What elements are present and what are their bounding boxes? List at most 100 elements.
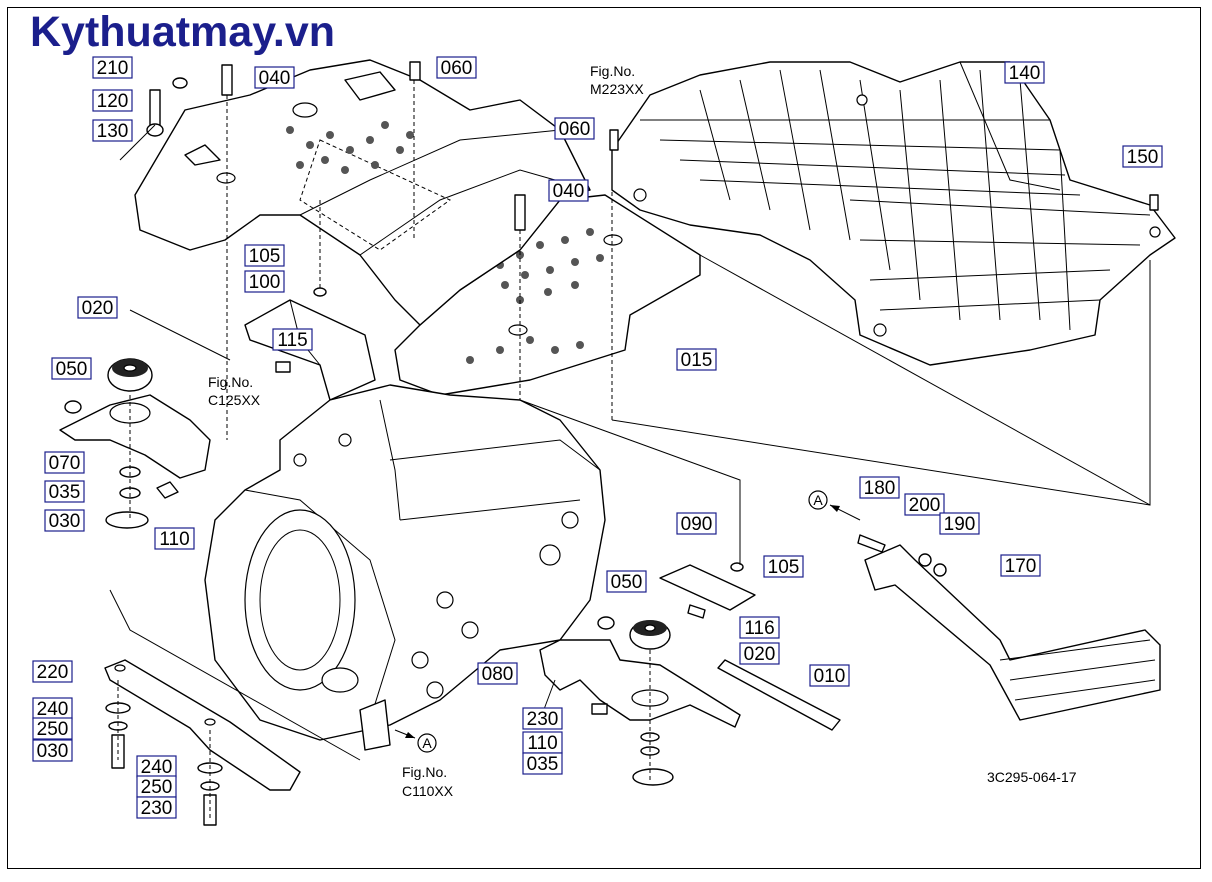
callout-020-right-box (739, 642, 780, 665)
fig-ref-m223-code: M223XX (590, 81, 644, 97)
part-callouts: 210 040 060 120 130 060 140 150 040 105 100 020 115 0… (32, 56, 1163, 819)
rubber-mount-020-right (629, 620, 671, 650)
callout-116: 116 (739, 616, 780, 639)
callout-190: 190 (939, 512, 980, 535)
callout-105-top-label: 105 (249, 246, 281, 267)
callout-150: 150 (1122, 145, 1163, 168)
leader-lines (109, 124, 1151, 761)
callout-020-left: 020 (77, 296, 118, 319)
callout-140-label: 140 (1009, 63, 1041, 84)
callout-180-label: 180 (864, 478, 896, 499)
floor-plate (394, 194, 701, 396)
callout-040-mid: 040 (548, 179, 589, 202)
callout-070-box (44, 451, 85, 474)
callout-105-top: 105 (244, 244, 285, 267)
callout-040-top: 040 (254, 66, 295, 89)
callout-250-left: 250 (32, 717, 73, 740)
callout-230-left-label: 230 (527, 709, 559, 730)
callout-050-left: 050 (51, 357, 92, 380)
callout-040-mid-label: 040 (553, 181, 585, 202)
bracket-080 (539, 639, 741, 728)
callout-090-box (676, 512, 717, 535)
callout-080: 080 (477, 662, 518, 685)
callout-250-right: 250 (136, 775, 177, 798)
callout-130-box (92, 119, 133, 142)
callout-120-label: 120 (97, 91, 129, 112)
callout-040-mid-box (548, 179, 589, 202)
callout-015-label: 015 (681, 350, 713, 371)
fig-ref-m223-title: Fig.No. (590, 63, 635, 79)
callout-080-box (477, 662, 518, 685)
callout-240-right: 240 (136, 755, 177, 778)
reference-arrow-a-left: A (394, 729, 437, 753)
callout-170: 170 (1000, 554, 1041, 577)
callout-210: 210 (92, 56, 133, 79)
callout-080-label: 080 (482, 664, 514, 685)
plate-010 (717, 659, 841, 731)
callout-090-label: 090 (681, 514, 713, 535)
callout-105-right: 105 (763, 555, 804, 578)
callout-110-right: 110 (522, 731, 563, 754)
callout-240-right-label: 240 (141, 757, 173, 778)
callout-060-top: 060 (436, 56, 477, 79)
svg-text:A: A (422, 735, 432, 751)
callout-035-right: 035 (522, 752, 563, 775)
site-watermark: Kythuatmay.vn (30, 8, 336, 56)
callout-070: 070 (44, 451, 85, 474)
rubber-mount-020-left (107, 358, 153, 392)
washer-stack-right (597, 616, 674, 786)
callout-030-right-label: 030 (37, 741, 69, 762)
callout-050-left-label: 050 (56, 359, 88, 380)
callout-050-right-label: 050 (611, 572, 643, 593)
callout-035-left-label: 035 (49, 482, 81, 503)
callout-120: 120 (92, 89, 133, 112)
washer-stack-left (64, 400, 179, 529)
callout-050-right: 050 (606, 570, 647, 593)
callout-220-label: 220 (37, 662, 69, 683)
callout-230-right-box (136, 796, 177, 819)
plate-090 (659, 564, 756, 611)
callout-240-left-label: 240 (37, 699, 69, 720)
center-lines (117, 80, 651, 820)
callout-050-right-box (606, 570, 647, 593)
rear-step-cover (611, 61, 1176, 366)
callout-210-box (92, 56, 133, 79)
callout-210-label: 210 (97, 58, 129, 79)
callout-230-left-box (522, 707, 563, 730)
callout-035-left-box (44, 480, 85, 503)
callout-230-right-label: 230 (141, 798, 173, 819)
fig-ref-c125-code: C125XX (208, 392, 261, 408)
callout-030-left-box (44, 509, 85, 532)
callout-020-right: 020 (739, 642, 780, 665)
fig-ref-c125-title: Fig.No. (208, 374, 253, 390)
callout-035-right-label: 035 (527, 754, 559, 775)
callout-170-label: 170 (1005, 556, 1037, 577)
callout-060-mid: 060 (554, 117, 595, 140)
callout-015: 015 (676, 348, 717, 371)
callout-040-top-label: 040 (259, 68, 291, 89)
callout-190-label: 190 (944, 514, 976, 535)
callout-130: 130 (92, 119, 133, 142)
callout-100-label: 100 (249, 272, 281, 293)
callout-150-box (1122, 145, 1163, 168)
callout-190-box (939, 512, 980, 535)
callout-200-label: 200 (909, 495, 941, 516)
transmission-housing (204, 384, 606, 751)
callout-105-right-box (763, 555, 804, 578)
callout-035-left: 035 (44, 480, 85, 503)
svg-text:A: A (813, 492, 823, 508)
callout-030-left: 030 (44, 509, 85, 532)
callout-010: 010 (809, 664, 850, 687)
callout-120-box (92, 89, 133, 112)
callout-105-right-label: 105 (768, 557, 800, 578)
callout-250-right-label: 250 (141, 777, 173, 798)
callout-115: 115 (272, 328, 313, 351)
callout-116-label: 116 (744, 618, 774, 639)
callout-240-left: 240 (32, 697, 73, 720)
callout-010-label: 010 (814, 666, 846, 687)
bolts (146, 61, 1159, 715)
callout-140: 140 (1004, 61, 1045, 84)
callout-060-top-box (436, 56, 477, 79)
